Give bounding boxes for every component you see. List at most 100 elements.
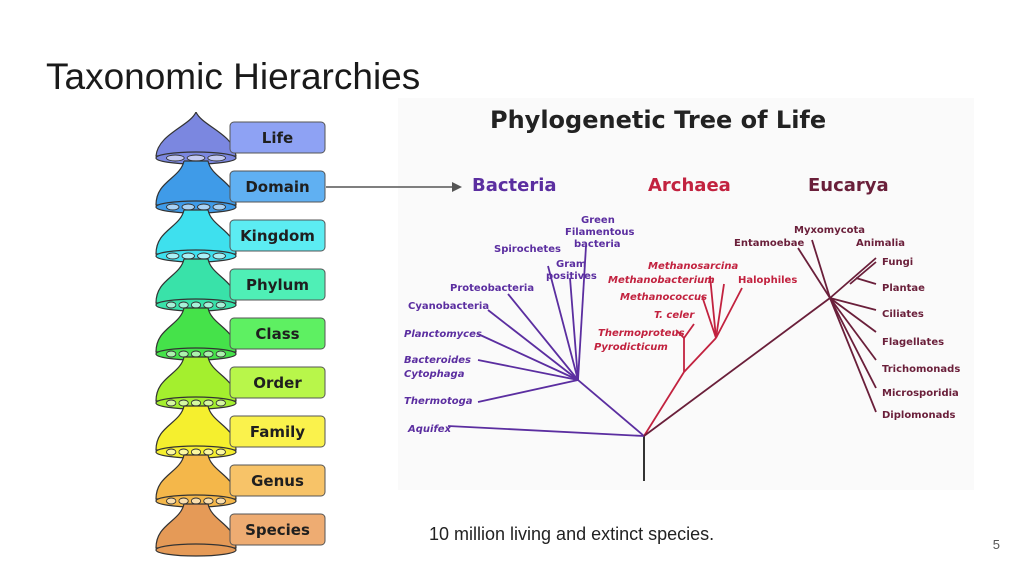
rank-opening <box>166 301 177 309</box>
tree-label-cyanobacteria: Cyanobacteria <box>408 301 489 312</box>
tree-label-fungi: Fungi <box>882 257 913 268</box>
rank-bell-base <box>155 543 237 557</box>
tree-label-spirochetes: Spirochetes <box>494 244 561 255</box>
rank-bell-shape <box>155 258 237 304</box>
tree-label-ciliates: Ciliates <box>882 309 924 320</box>
tree-label-plantae: Plantae <box>882 283 925 294</box>
rank-species: Species <box>155 503 326 557</box>
arrow-head-icon <box>452 182 462 192</box>
rank-kingdom: Kingdom <box>155 209 326 263</box>
rank-opening <box>203 301 214 309</box>
rank-opening <box>190 448 202 456</box>
tree-label-diplomonads: Diplomonads <box>882 410 956 421</box>
tree-title: Phylogenetic Tree of Life <box>490 106 826 134</box>
rank-label-box <box>229 121 326 154</box>
tree-label-methanobacterium: Methanobacterium <box>608 275 715 286</box>
tree-label-thermoproteus: Thermoproteus <box>598 328 685 339</box>
rank-label-text: Order <box>253 374 302 392</box>
rank-label-box <box>229 268 326 301</box>
rank-opening <box>212 203 226 211</box>
slide-caption: 10 million living and extinct species. <box>429 524 715 544</box>
rank-opening <box>212 252 226 260</box>
domain-bacteria-label: Bacteria <box>472 175 557 196</box>
rank-bell-shape <box>155 405 237 451</box>
tree-label-methanococcus: Methanococcus <box>620 292 707 303</box>
rank-label-text: Genus <box>251 472 304 490</box>
rank-label-box <box>229 464 326 497</box>
rank-label-text: Kingdom <box>240 227 315 245</box>
rank-opening <box>197 203 211 211</box>
rank-opening <box>166 497 177 505</box>
tree-label-bacteroides-cytophaga: Bacteroides Cytophaga <box>404 355 474 380</box>
rank-label-box <box>229 170 326 203</box>
rank-opening <box>203 448 214 456</box>
tree-label-trichomonads: Trichomonads <box>882 364 960 375</box>
slide-title: Taxonomic Hierarchies <box>46 56 421 97</box>
rank-label-text: Domain <box>245 178 309 196</box>
rank-opening <box>203 399 214 407</box>
tree-label-gram-positives: Gram positives <box>546 259 597 282</box>
tree-label-microsporidia: Microsporidia <box>882 388 959 399</box>
domain-to-bacteria-arrow <box>326 182 462 192</box>
rank-genus: Genus <box>155 454 326 508</box>
tree-label-planctomyces: Planctomyces <box>404 329 482 340</box>
tree-label-green-filamentous: Green Filamentous bacteria <box>565 215 638 250</box>
eucarya-branches <box>643 239 877 437</box>
rank-opening <box>215 399 226 407</box>
rank-opening <box>178 350 189 358</box>
rank-opening <box>178 301 189 309</box>
rank-bell-shape <box>155 356 237 402</box>
rank-opening <box>181 203 195 211</box>
rank-domain: Domain <box>155 160 326 214</box>
rank-bell-shape <box>155 503 237 549</box>
tree-label-proteobacteria: Proteobacteria <box>450 283 534 294</box>
rank-class: Class <box>155 307 326 361</box>
rank-bell-shape <box>155 112 237 157</box>
tree-label-flagellates: Flagellates <box>882 337 944 348</box>
rank-label-text: Phylum <box>246 276 309 294</box>
rank-opening <box>178 399 189 407</box>
rank-bell-shape <box>155 454 237 500</box>
rank-opening <box>190 301 202 309</box>
tree-panel-background <box>398 98 974 490</box>
tree-label-t-celer: T. celer <box>654 310 695 321</box>
tree-label-aquifex: Aquifex <box>407 424 452 435</box>
rank-label-text: Species <box>245 521 310 539</box>
rank-opening <box>166 203 180 211</box>
domain-archaea-label: Archaea <box>648 175 731 196</box>
rank-opening <box>178 448 189 456</box>
tree-label-animalia: Animalia <box>856 238 905 249</box>
rank-life: Life <box>155 112 326 165</box>
tree-label-halophiles: Halophiles <box>738 275 797 286</box>
rank-label-text: Life <box>262 129 293 147</box>
rank-opening <box>215 350 226 358</box>
taxonomic-rank-diagram: LifeDomainKingdomPhylumClassOrderFamilyG… <box>155 112 326 557</box>
tree-label-pyrodicticum: Pyrodicticum <box>594 342 668 353</box>
rank-family: Family <box>155 405 326 459</box>
rank-opening <box>166 448 177 456</box>
rank-opening <box>215 301 226 309</box>
tree-label-myxomycota: Myxomycota <box>794 225 865 236</box>
rank-phylum: Phylum <box>155 258 326 312</box>
bacteria-branches <box>447 245 645 437</box>
rank-opening <box>203 350 214 358</box>
rank-opening <box>166 399 177 407</box>
page-number: 5 <box>992 537 1000 552</box>
rank-bell-shape <box>155 209 237 255</box>
tree-label-methanosarcina: Methanosarcina <box>648 261 738 272</box>
archaea-branches <box>643 275 743 437</box>
rank-label-box <box>229 219 326 252</box>
rank-label-text: Family <box>250 423 305 441</box>
rank-label-text: Class <box>255 325 299 343</box>
rank-opening <box>181 252 195 260</box>
rank-opening <box>207 154 226 162</box>
rank-bell-shape <box>155 160 237 206</box>
phylogenetic-tree-diagram: Phylogenetic Tree of Life Bacteria Archa… <box>398 98 974 490</box>
rank-label-box <box>229 317 326 350</box>
rank-opening <box>166 154 185 162</box>
rank-opening <box>190 497 202 505</box>
rank-label-box <box>229 415 326 448</box>
rank-opening <box>215 497 226 505</box>
rank-opening <box>190 399 202 407</box>
rank-opening <box>166 252 180 260</box>
